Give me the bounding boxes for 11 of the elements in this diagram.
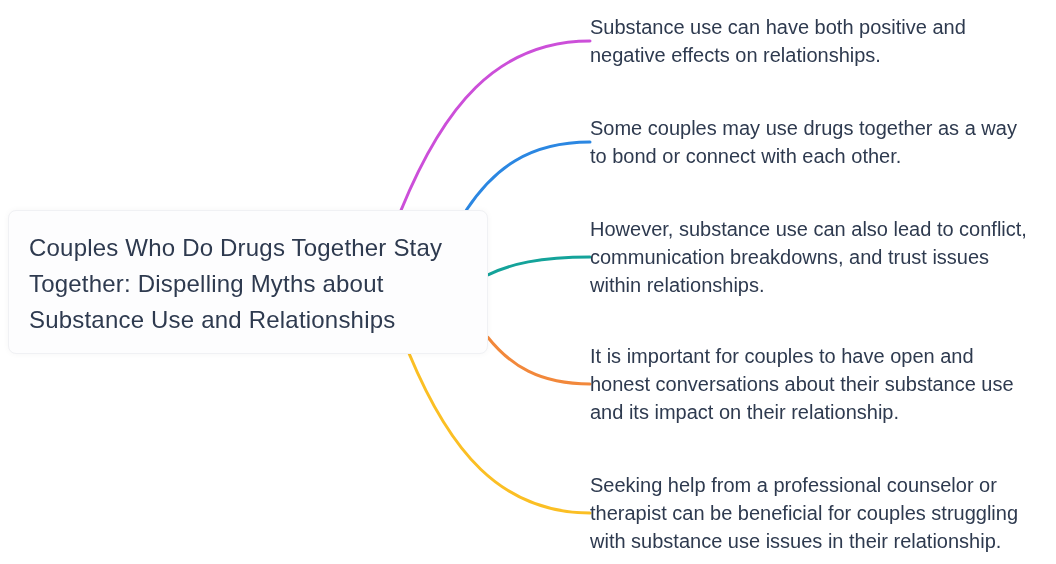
branch-connector: [486, 335, 592, 386]
branch-connector: [486, 255, 592, 277]
branch-connector: [399, 39, 592, 212]
branch-text: Seeking help from a professional counselor or therapist can be beneficial for couples struggling with substance use issues in their relationship.: [590, 471, 1033, 555]
branch-connector: [464, 140, 592, 212]
central-topic-box: Couples Who Do Drugs Together Stay Together: Dispelling Myths about Substance Use and Relationships: [8, 210, 488, 354]
branch-connector: [407, 352, 592, 515]
branch-text: However, substance use can also lead to conflict, communication breakdowns, and trust issues within relationships.: [590, 215, 1033, 299]
branch-text: It is important for couples to have open and honest conversations about their substance use and its impact on their relationship.: [590, 342, 1033, 426]
branch-text: Substance use can have both positive and negative effects on relationships.: [590, 13, 1033, 69]
branch-text: Some couples may use drugs together as a way to bond or connect with each other.: [590, 114, 1033, 170]
